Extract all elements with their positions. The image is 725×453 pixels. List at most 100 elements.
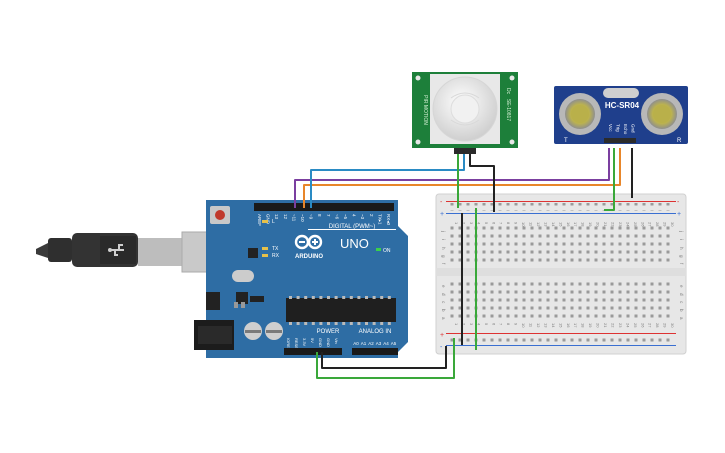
breadboard-row-label: e	[441, 285, 446, 288]
breadboard-row-label: g	[679, 255, 684, 258]
power-pin-label: IOREF	[286, 338, 291, 351]
breadboard-column-label: 11	[529, 222, 534, 227]
breadboard-row-label: b	[441, 309, 446, 312]
wire-5v-green	[316, 338, 455, 379]
breadboard-column-label: 1	[454, 222, 459, 225]
chip-pin	[342, 322, 346, 325]
breadboard-row-label: i	[679, 239, 684, 240]
digital-pin-label: RX◂0	[386, 214, 391, 226]
rail-top-minus: -	[440, 199, 443, 206]
chip-pin	[349, 296, 353, 299]
breadboard-column-label: 18	[581, 323, 586, 328]
breadboard-column-label: 1	[454, 323, 459, 326]
breadboard-column-label: 14	[551, 323, 556, 328]
breadboard-column-label: 8	[506, 222, 511, 225]
chip-pin	[319, 322, 323, 325]
breadboard-column-label: 8	[506, 323, 511, 326]
breadboard-column-label: 19	[588, 222, 593, 227]
rail-top-plus: +	[440, 211, 444, 218]
chip-pin	[387, 296, 391, 299]
ultrasonic-pin-label: Gnd	[631, 124, 636, 133]
chip-pin	[289, 296, 292, 299]
breadboard-column-label: 27	[648, 222, 653, 227]
chip-pin	[365, 322, 368, 325]
ultrasonic-corner-right: R	[677, 138, 682, 144]
breadboard-column-label: 15	[558, 222, 563, 227]
chip-pin	[380, 296, 384, 299]
breadboard-row-label: e	[679, 285, 684, 288]
chip-pin	[311, 322, 315, 325]
pir-left-text: PIR MOTION	[422, 95, 428, 125]
rail-bottom-plus: +	[440, 332, 444, 339]
power-pin-label: GND	[318, 338, 323, 347]
digital-pin-label: ~11	[291, 214, 296, 222]
breadboard-row-label: a	[441, 317, 446, 320]
breadboard-column-label: 13	[543, 323, 548, 328]
chip-pin	[319, 296, 323, 299]
digital-pin-label: AREF	[257, 214, 262, 226]
chip-pin	[334, 322, 338, 325]
chip-pin	[372, 296, 376, 299]
breadboard-column-label: 4	[476, 323, 481, 326]
analog-label: ANALOG IN	[359, 329, 392, 335]
rail-top-plus-right: +	[677, 211, 681, 218]
breadboard-row-label: h	[679, 247, 684, 250]
breadboard-column-label: 16	[566, 222, 571, 227]
breadboard-column-label: 24	[625, 323, 630, 328]
breadboard-column-label: 6	[491, 323, 496, 326]
power-label: POWER	[317, 329, 340, 335]
digital-pin-label: 7	[326, 214, 331, 217]
breadboard-row-label: d	[441, 293, 446, 296]
ultrasonic-pin-label: Echo	[623, 124, 628, 135]
chip-pin	[327, 296, 330, 299]
analog-pin-label: A1	[361, 341, 367, 346]
chip-pin	[289, 322, 292, 325]
analog-pin-label: A4	[383, 341, 389, 346]
breadboard-column-label: 2	[461, 323, 466, 326]
digital-pin-label: ~3	[360, 214, 365, 220]
l-led-label: L	[272, 219, 275, 225]
breadboard-column-label: 7	[499, 323, 504, 326]
breadboard-row-label: d	[679, 293, 684, 296]
breadboard-column-label: 7	[499, 222, 504, 225]
breadboard-column-label: 9	[514, 222, 519, 225]
chip-pin	[349, 322, 353, 325]
breadboard-column-label: 28	[655, 222, 660, 227]
digital-pin-label: GND	[266, 214, 271, 225]
breadboard-row-label: h	[441, 247, 446, 250]
breadboard-column-label: 22	[610, 323, 615, 328]
analog-pin-label: A5	[391, 341, 397, 346]
analog-pin-label: A3	[376, 341, 382, 346]
chip-pin	[327, 322, 330, 325]
breadboard-column-label: 5	[484, 222, 489, 225]
ultrasonic-pin-label: Trig	[616, 124, 621, 132]
breadboard-column-label: 6	[491, 222, 496, 225]
digital-pin-label: ~10	[300, 214, 305, 222]
breadboard-column-label: 24	[625, 222, 630, 227]
breadboard-row-label: c	[441, 301, 446, 304]
wire-us-vcc-green	[604, 148, 615, 211]
wire-trig-orange	[303, 148, 621, 208]
wires	[294, 148, 633, 379]
breadboard-row-label: f	[679, 263, 684, 265]
breadboard-column-label: 11	[529, 323, 534, 328]
rx-led-label: RX	[272, 253, 280, 259]
breadboard-column-label: 23	[618, 222, 623, 227]
breadboard-column-label: 21	[603, 222, 608, 227]
breadboard-column-label: 9	[514, 323, 519, 326]
breadboard-column-label: 20	[596, 323, 601, 328]
breadboard-column-label: 13	[543, 222, 548, 227]
breadboard-column-label: 15	[558, 323, 563, 328]
breadboard-column-label: 30	[670, 323, 675, 328]
breadboard-column-label: 26	[640, 222, 645, 227]
digital-label: DIGITAL (PWM~)	[329, 224, 376, 230]
pir-motion-sensor[interactable]: PIR MOTION SE-10817 Dc	[412, 72, 518, 154]
breadboard-column-label: 28	[655, 323, 660, 328]
breadboard-column-label: 29	[663, 323, 668, 328]
